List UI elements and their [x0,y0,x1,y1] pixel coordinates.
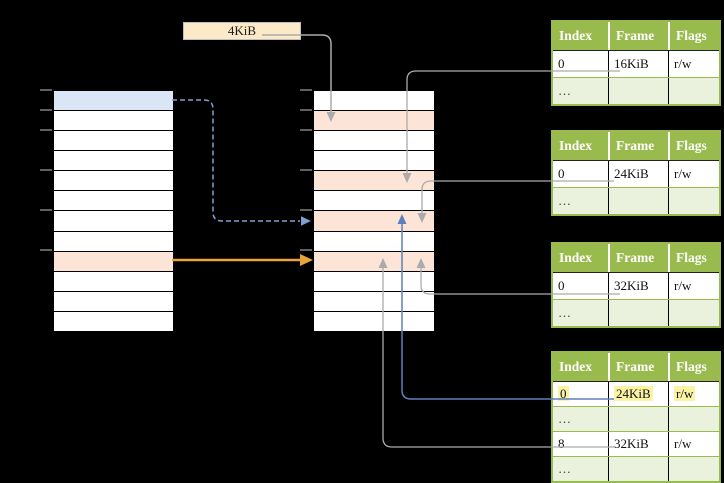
highlighted-value: 24KiB [614,386,653,401]
column-header: Flags [668,132,719,160]
table-cell: 0 [553,382,608,406]
highlighted-value: 0 [558,386,569,401]
table-cell [608,188,668,214]
table-cell: … [558,411,572,426]
virtual-page-row-2 [54,111,173,132]
table-cell: r/w [668,51,719,77]
virtual-page-row-12 [54,311,173,331]
table-cell: 0 [558,56,565,71]
table-row: … [553,77,719,104]
table-cell [668,78,719,104]
virtual-page-row-1 [54,91,173,112]
table-cell: 0 [558,278,565,293]
column-header: Index [559,138,593,153]
table-cell: r/w [668,432,719,456]
virtual-to-physical-dashed-arrow [172,99,311,226]
table-cell: 32KiB [608,432,668,456]
physical-page-row-3 [314,131,434,152]
highlighted-value: r/w [674,386,696,401]
physical-page-row-4 [314,151,434,172]
table-cell [668,457,719,481]
table-cell: 24KiB [608,382,668,406]
table-cell: r/w [668,273,719,299]
table-cell [668,407,719,431]
virtual-page-row-5 [54,171,173,192]
virtual-page-row-10 [54,271,173,292]
table-cell [668,300,719,326]
table-cell: 0 [558,166,565,181]
physical-page-row-8 [314,231,434,252]
virtual-page-row-4 [54,151,173,172]
physical-page-row-11 [314,291,434,312]
virtual-page-row-6 [54,191,173,212]
table-row: … [553,299,719,326]
column-header: Index [559,250,593,265]
table-row: … [553,406,719,431]
table-cell: … [558,461,572,476]
virtual-page-row-3 [54,131,173,152]
table-cell: r/w [668,161,719,187]
physical-page-row-10 [314,271,434,292]
physical-page-table [313,90,435,332]
table-cell: 16KiB [608,51,668,77]
table-cell [608,457,668,481]
column-header: Frame [608,22,668,50]
column-header: Flags [668,353,719,381]
physical-page-row-5 [314,171,434,192]
virtual-page-row-7 [54,211,173,232]
virtual-page-row-9 [54,251,173,272]
column-header: Flags [668,22,719,50]
column-header: Frame [608,132,668,160]
table-row: 0 24KiB r/w [553,381,719,406]
virtual-page-row-8 [54,231,173,252]
column-header: Frame [608,353,668,381]
table-row: … [553,456,719,481]
physical-page-row-2 [314,111,434,132]
table-cell: 24KiB [608,161,668,187]
physical-page-row-1 [314,91,434,112]
table-cell [668,188,719,214]
virtual-to-physical-orange-arrow [172,254,313,266]
column-header: Index [559,359,593,374]
table-cell: … [558,83,572,98]
table-cell: r/w [668,382,719,406]
table-cell [608,78,668,104]
table-cell: … [558,305,572,320]
table-cell [608,300,668,326]
table-cell: 32KiB [608,273,668,299]
column-header: Flags [668,244,719,272]
page-size-label: 4KiB [183,22,301,40]
virtual-page-table [53,90,174,332]
virtual-page-row-11 [54,291,173,312]
physical-page-row-7 [314,211,434,232]
physical-page-row-6 [314,191,434,212]
table-cell [608,407,668,431]
physical-page-row-9 [314,251,434,272]
column-header: Frame [608,244,668,272]
table-row: … [553,187,719,214]
table-cell: 8 [558,436,565,451]
column-header: Index [559,28,593,43]
table-cell: … [558,193,572,208]
physical-page-row-12 [314,311,434,331]
